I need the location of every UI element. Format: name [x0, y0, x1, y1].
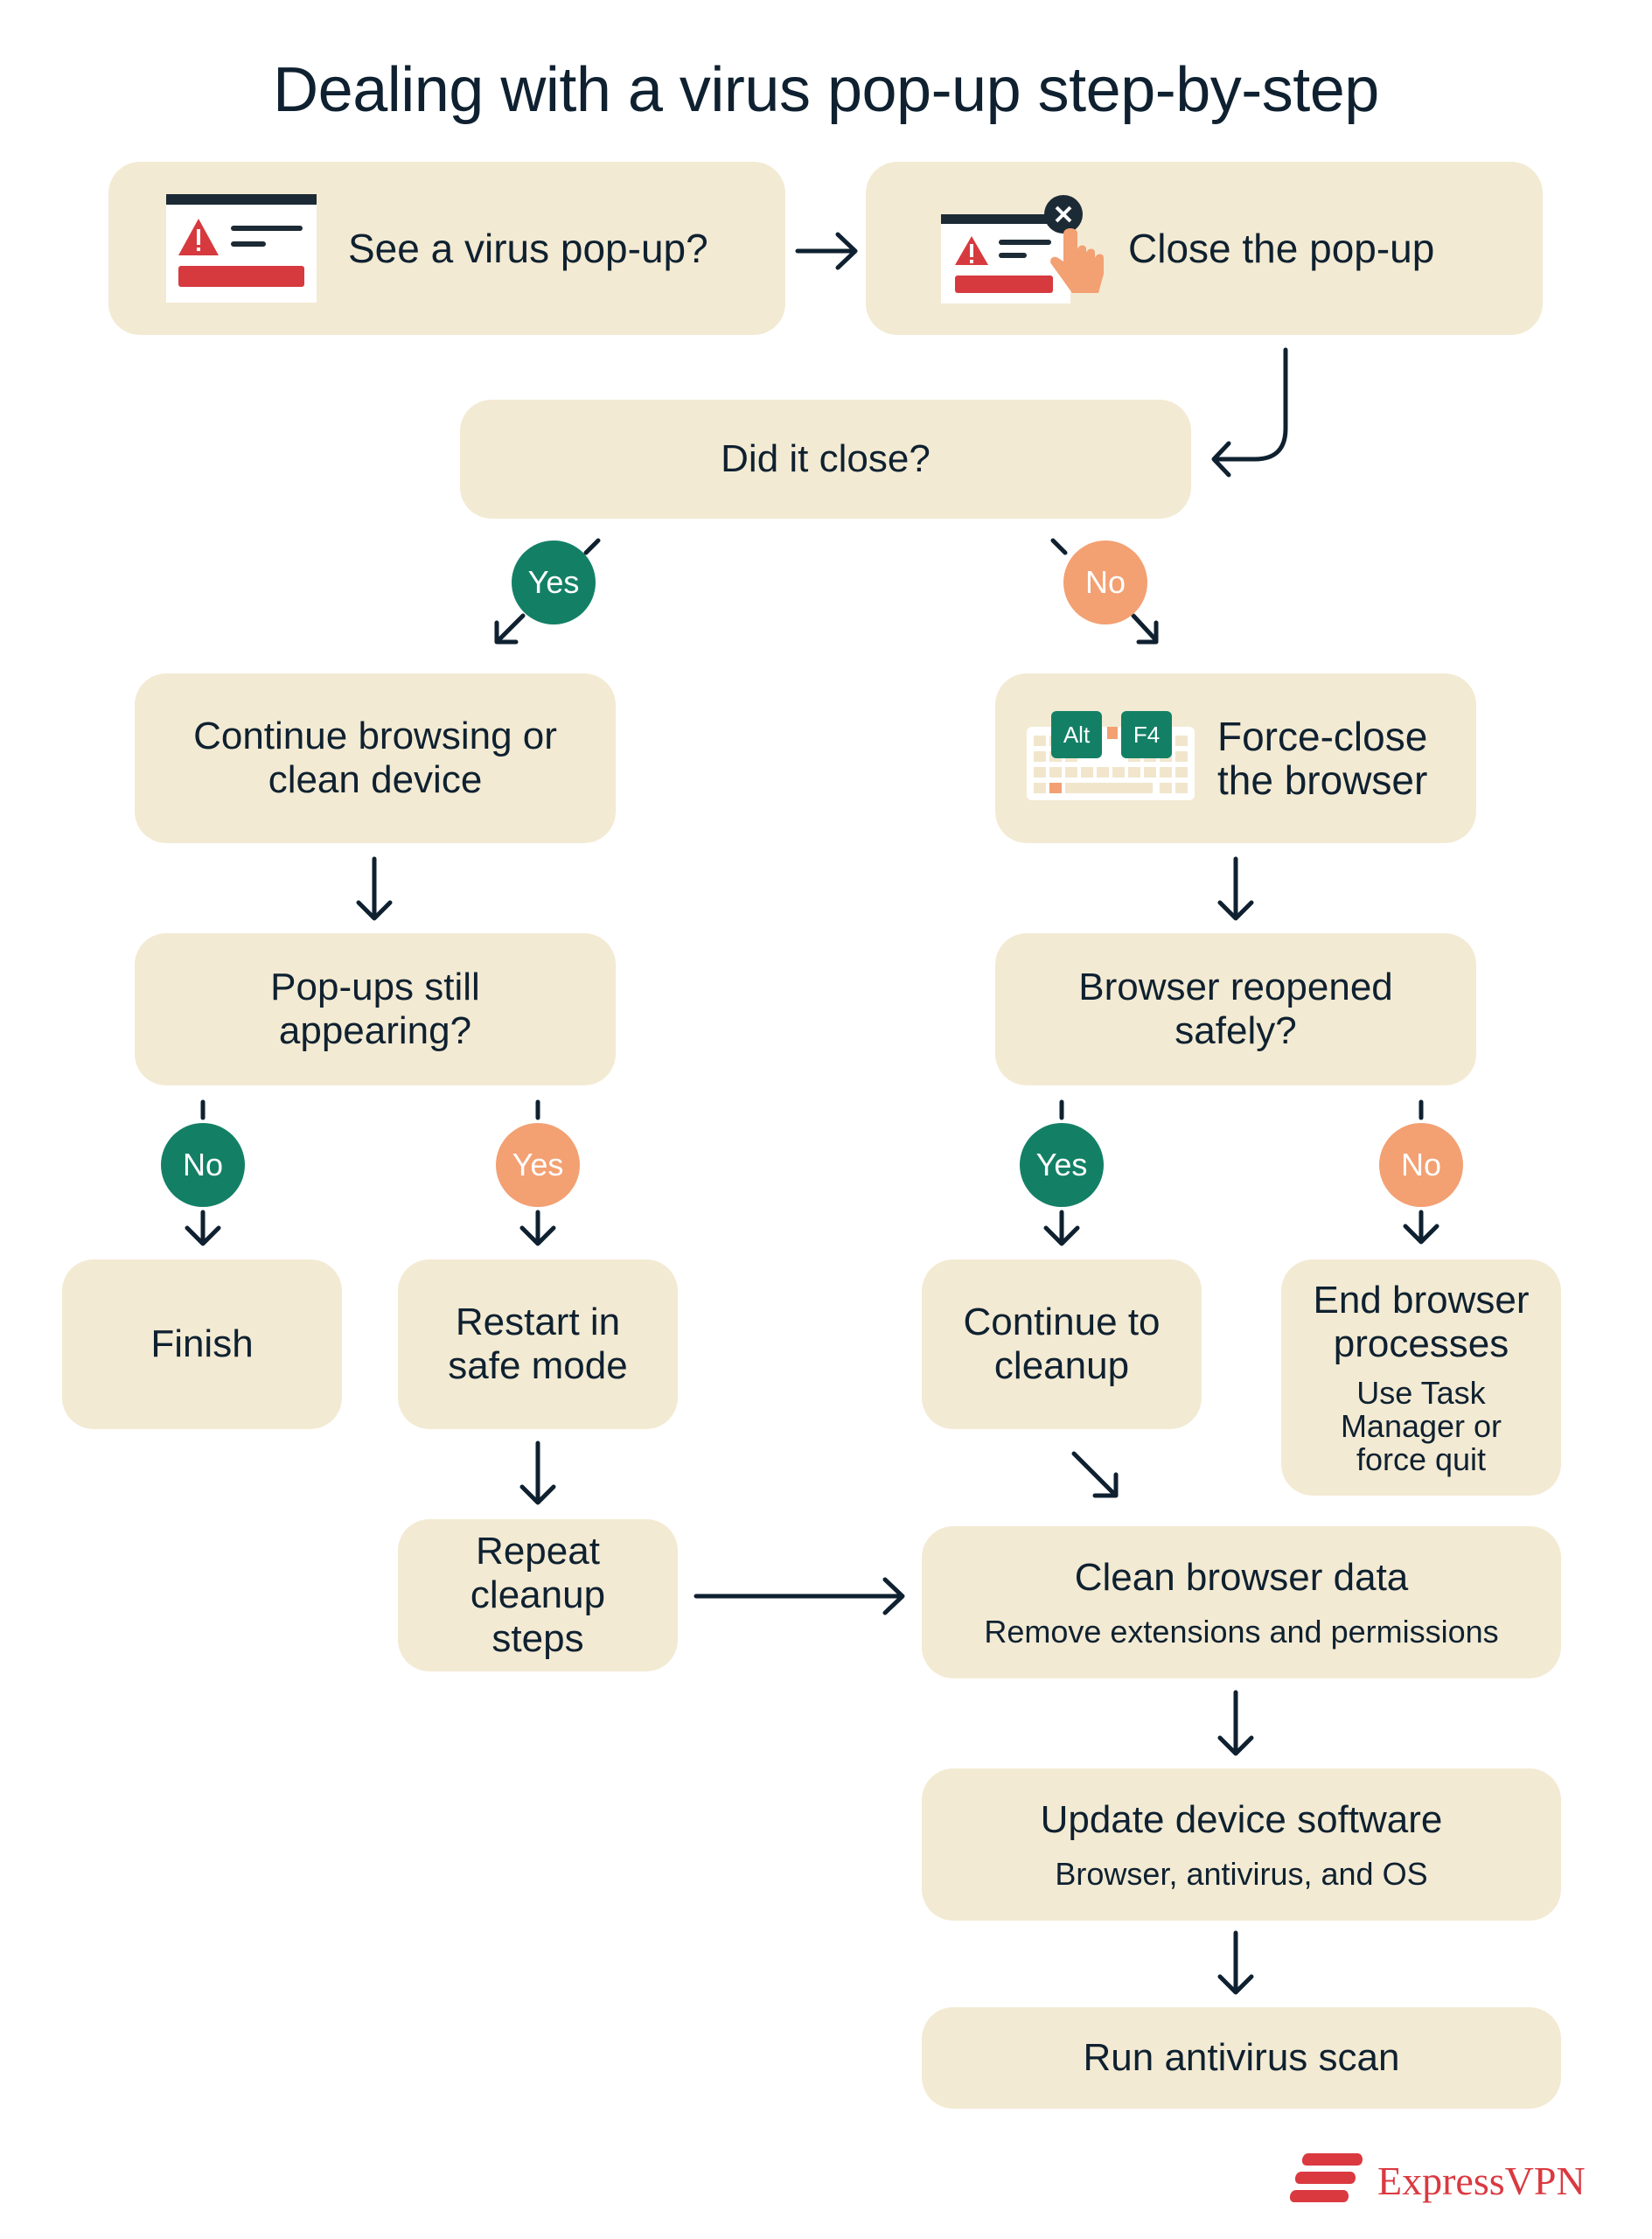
step-end-processes-label: End browser processes [1313, 1279, 1530, 1365]
arrow-restart-to-repeat [519, 1440, 556, 1505]
step-finish: Finish [62, 1259, 342, 1429]
step-clean-browser-data-label: Clean browser data [1074, 1556, 1409, 1599]
badge-popups-no: No [161, 1123, 245, 1207]
key-f4: F4 [1133, 722, 1160, 748]
step-run-antivirus: Run antivirus scan [922, 2007, 1561, 2109]
key-alt: Alt [1063, 722, 1091, 748]
arrow-reopen-no-out [1403, 1210, 1439, 1245]
page-title: Dealing with a virus pop-up step-by-step [273, 55, 1379, 125]
arrow-reopen-yes-out [1043, 1210, 1080, 1246]
badge-reopen-no: No [1379, 1123, 1463, 1207]
step-continue-cleanup: Continue to cleanup [922, 1259, 1202, 1429]
step-restart-safe-mode: Restart in safe mode [398, 1259, 678, 1429]
step-continue-browsing-label: Continue browsing or clean device [193, 715, 557, 801]
keyboard-icon: Alt F4 [1027, 711, 1195, 800]
step-restart-safe-mode-label: Restart in safe mode [448, 1301, 628, 1387]
step-close-popup-label: Close the pop-up [1128, 226, 1435, 271]
arrow-close-to-decision [1211, 347, 1288, 478]
decision-did-it-close: Did it close? [460, 400, 1191, 519]
step-repeat-cleanup: Repeat cleanup steps [398, 1519, 678, 1671]
step-continue-browsing: Continue browsing or clean device [135, 673, 616, 843]
decision-popups-still-label: Pop-ups still appearing? [270, 966, 480, 1052]
step-see-popup: See a virus pop-up? [108, 162, 785, 335]
hand-pointer-icon [941, 195, 1104, 303]
step-clean-browser-data-sub: Remove extensions and permissions [984, 1614, 1499, 1650]
step-repeat-cleanup-label: Repeat cleanup steps [470, 1530, 606, 1660]
arrow-yes-out [494, 613, 526, 645]
badge-close-yes: Yes [512, 541, 596, 624]
popup-window-icon [166, 194, 317, 303]
step-clean-browser-data: Clean browser data Remove extensions and… [922, 1526, 1561, 1678]
expressvpn-logo-icon [1289, 2153, 1363, 2202]
arrow-force-to-reopened [1217, 856, 1254, 921]
step-update-software-sub: Browser, antivirus, and OS [1055, 1856, 1428, 1892]
badge-reopen-yes: Yes [1020, 1123, 1104, 1207]
step-close-popup: Close the pop-up [866, 162, 1543, 335]
brand-name: ExpressVPN [1377, 2159, 1586, 2203]
step-see-popup-label: See a virus pop-up? [348, 226, 708, 271]
decision-popups-still: Pop-ups still appearing? [135, 933, 616, 1085]
badge-close-no: No [1063, 541, 1147, 624]
arrow-yes-in [583, 538, 601, 555]
arrow-no-in [1050, 538, 1068, 555]
arrow-popups-no-out [185, 1210, 221, 1246]
arrow-clean-to-update [1217, 1690, 1254, 1756]
badge-popups-yes: Yes [496, 1123, 580, 1207]
arrow-continue-to-popups [356, 856, 393, 921]
step-force-close: Alt F4 Force-close the browser [995, 673, 1476, 843]
arrow-cleanup-to-clean [1071, 1451, 1119, 1498]
step-end-processes: End browser processes Use Task Manager o… [1281, 1259, 1561, 1496]
decision-browser-reopened-label: Browser reopened safely? [1078, 966, 1393, 1052]
arrow-repeat-to-clean [694, 1577, 905, 1615]
arrow-no-out [1131, 613, 1159, 645]
step-finish-label: Finish [150, 1322, 254, 1365]
step-force-close-label: Force-close the browser [1217, 714, 1428, 803]
arrow-popups-yes-out [519, 1210, 556, 1246]
decision-browser-reopened: Browser reopened safely? [995, 933, 1476, 1085]
arrow-update-to-scan [1217, 1930, 1254, 1995]
step-update-software: Update device software Browser, antiviru… [922, 1768, 1561, 1921]
step-run-antivirus-label: Run antivirus scan [1083, 2036, 1400, 2079]
step-continue-cleanup-label: Continue to cleanup [963, 1301, 1161, 1387]
decision-did-it-close-label: Did it close? [721, 437, 931, 480]
step-update-software-label: Update device software [1040, 1798, 1443, 1841]
step-end-processes-sub: Use Task Manager or force quit [1340, 1375, 1502, 1477]
arrow-see-to-close [795, 232, 858, 270]
